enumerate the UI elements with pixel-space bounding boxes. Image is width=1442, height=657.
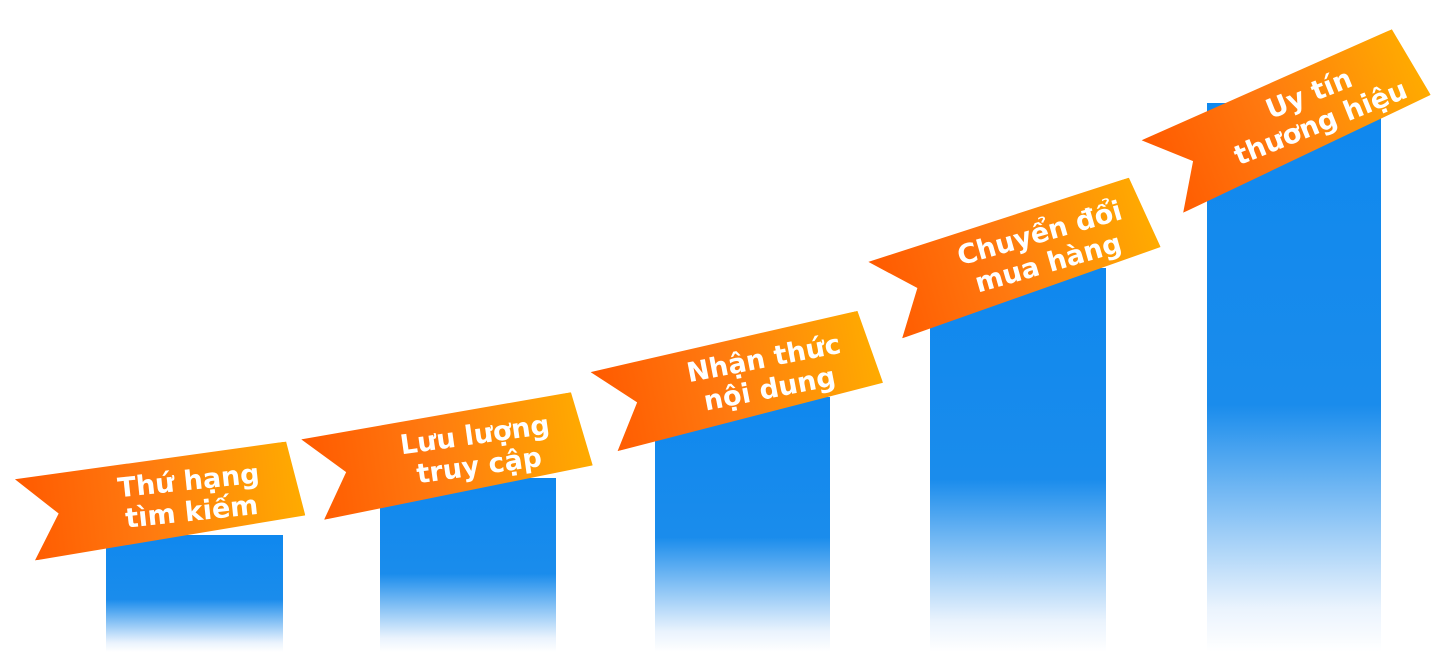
bar-step-5: [1207, 103, 1381, 652]
bar-step-4: [930, 268, 1106, 652]
bar-step-3: [655, 397, 830, 652]
bar-step-2: [380, 478, 556, 652]
bar-step-1: [106, 535, 283, 652]
